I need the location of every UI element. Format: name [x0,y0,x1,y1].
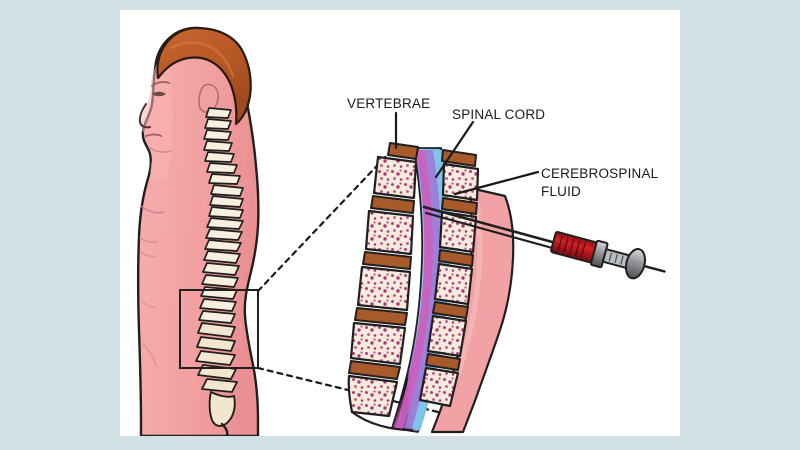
spinous-process [441,162,480,202]
disc [441,197,478,215]
disc [425,353,461,371]
leader-spinal-cord [434,120,475,179]
disc [438,249,474,267]
vertebral-body [356,265,412,312]
eye [152,91,166,97]
hair [156,26,252,126]
rib-contour-2 [139,251,156,258]
disc [348,360,401,380]
syringe-graduations [557,236,586,258]
spine-bottom-contour [350,410,414,432]
sacrum [208,391,236,427]
label-cerebrospinal-fluid-line1: CEREBROSPINAL [541,166,659,181]
disc [432,301,469,319]
chin-jaw [149,147,172,153]
vertebral-body [372,155,418,200]
face-profile [140,58,174,180]
vertebral-body [347,374,399,418]
chest-contour [140,205,165,214]
magnified-lumbar-view [347,142,515,434]
syringe-thumb-disc [624,248,646,280]
label-vertebrae: VERTEBRAE [347,96,430,111]
label-spinal-cord: SPINAL CORD [452,107,545,122]
needle-shaft [422,205,558,245]
thoracic-vertebrae [198,184,244,324]
dura-magenta-stripe [395,150,434,430]
spinous-process [433,262,474,306]
disc [370,195,415,214]
callout-line-top [256,148,394,293]
nose-profile [138,103,151,129]
vertebral-body [364,209,415,256]
vertebral-bodies-anterior [347,142,419,418]
brow-line [151,81,170,87]
disc [354,307,408,326]
mouth [145,133,162,137]
plunger-rod-ticks [608,252,624,265]
cervical-vertebrae [203,107,241,185]
syringe-tail [642,264,666,273]
posterior-elements [418,149,480,408]
abdomen-contour [140,299,157,308]
label-cerebrospinal-fluid-line2: FLUID [541,184,581,199]
disc [362,251,412,270]
needle-shaft-edge [424,211,558,251]
spinous-process [438,210,478,254]
hair-part-highlight [169,41,235,78]
vertebral-body [349,321,407,366]
rib-contour-1 [139,237,158,244]
label-leader-lines [394,111,540,196]
figure-vertebral-column [195,107,244,436]
dura-purple-stripe [404,150,442,430]
spinous-process [426,314,468,358]
leader-cerebrospinal-fluid [453,170,540,196]
body-figure [137,26,260,436]
hip-contour [142,343,157,367]
spinous-process [418,366,460,408]
back-skin-highlight [455,193,483,377]
syringe-barrel [550,231,598,264]
coccyx-tip [220,422,229,436]
disc [387,142,419,160]
syringe-assembly [422,205,666,280]
callout-box [179,289,259,369]
